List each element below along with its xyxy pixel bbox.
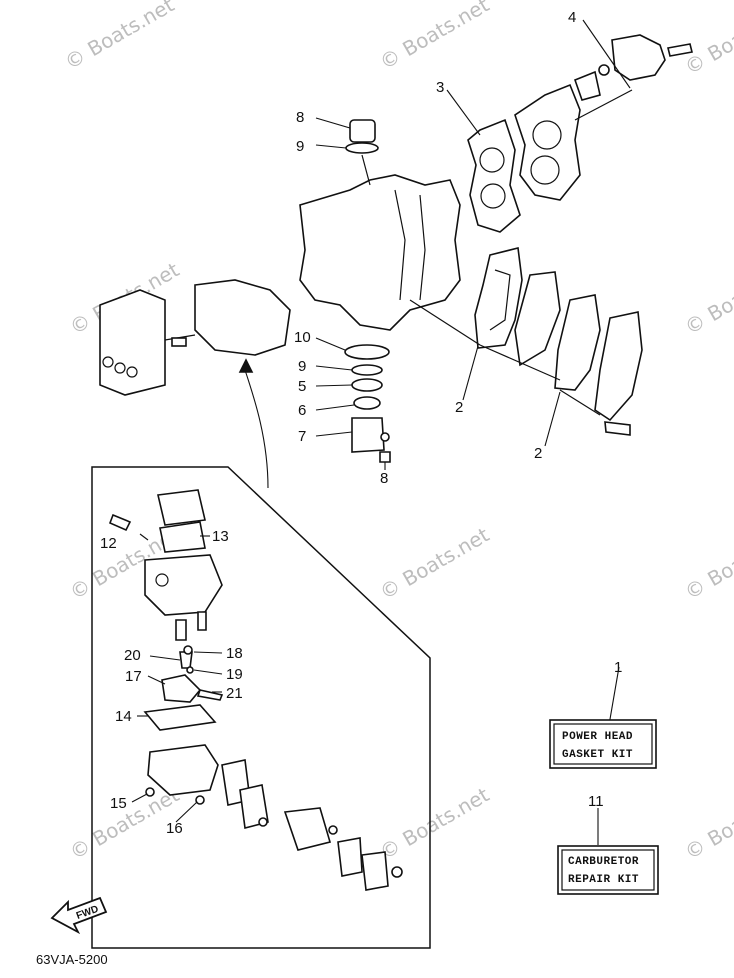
seal-6 xyxy=(353,396,381,410)
needle-20 xyxy=(179,651,193,669)
silencer-box xyxy=(99,289,166,396)
carburetor-parts xyxy=(108,489,403,891)
watermark: © Boats.net xyxy=(681,257,734,339)
inner-plate xyxy=(514,271,561,367)
callout-21: 21 xyxy=(226,685,243,702)
carburetor-frame xyxy=(91,466,431,949)
watermark: © Boats.net xyxy=(376,0,494,74)
kit-label-line1: CARBURETOR xyxy=(568,856,639,868)
seal-5 xyxy=(351,378,383,392)
pump-cover xyxy=(361,851,389,891)
carburetor-repair-kit: CARBURETOR REPAIR KIT xyxy=(557,845,659,895)
fuel-pump-diaphragm xyxy=(239,784,269,830)
callout-20: 20 xyxy=(124,647,141,664)
pump-gasket xyxy=(337,837,363,877)
callout-5: 5 xyxy=(298,378,306,395)
o-ring-9-top xyxy=(345,142,379,154)
callout-14: 14 xyxy=(115,708,132,725)
cover-gasket-3 xyxy=(467,118,521,233)
power-head-gasket-kit: POWER HEAD GASKET KIT xyxy=(549,719,657,769)
screw-12 xyxy=(108,513,132,532)
silencer-group xyxy=(99,279,291,396)
kit-label-line2: GASKET KIT xyxy=(562,749,633,761)
watermark: © Boats.net xyxy=(376,522,494,604)
callout-13: 13 xyxy=(212,528,229,545)
callout-17: 17 xyxy=(125,668,142,685)
kit-label-line2: REPAIR KIT xyxy=(568,874,639,886)
watermark: © Boats.net xyxy=(681,522,734,604)
housing-7 xyxy=(351,417,385,453)
callout-7: 7 xyxy=(298,428,306,445)
callout-2-lower: 2 xyxy=(534,445,542,462)
callout-numbers: 4 3 8 9 10 9 5 6 7 8 2 2 12 13 20 18 19 … xyxy=(100,9,622,837)
intake-manifold xyxy=(194,279,291,356)
fwd-arrow-icon: FWD xyxy=(50,896,108,935)
cylinder-block xyxy=(299,174,461,331)
callout-2-upper: 2 xyxy=(455,399,463,416)
callout-11: 11 xyxy=(588,793,604,810)
carburetor-body xyxy=(144,554,223,616)
float-17 xyxy=(161,674,202,703)
o-ring-9 xyxy=(351,364,383,376)
callout-4: 4 xyxy=(568,9,576,26)
crankcase-gaskets xyxy=(409,247,643,436)
callout-9-top: 9 xyxy=(296,138,304,155)
thermostat xyxy=(573,70,601,101)
crankcase-cover xyxy=(594,311,643,422)
callout-16: 16 xyxy=(166,820,183,837)
watermark: © Boats.net xyxy=(681,0,734,79)
diagram-code: 63VJA-5200 xyxy=(36,952,108,967)
carb-top-cover xyxy=(157,489,206,526)
carb-gasket-13 xyxy=(159,521,206,553)
watermark: © Boats.net xyxy=(376,782,494,864)
thermostat-cover xyxy=(611,34,666,81)
callout-1: 1 xyxy=(614,659,622,676)
float-gasket-14 xyxy=(143,704,217,731)
exhaust-cover xyxy=(514,83,581,201)
jet xyxy=(175,619,187,641)
pin-21 xyxy=(196,689,224,701)
callout-9: 9 xyxy=(298,358,306,375)
callout-3: 3 xyxy=(436,79,444,96)
gasket-2-upper xyxy=(474,247,523,349)
gasket-10 xyxy=(344,344,390,360)
watermark: © Boats.net xyxy=(61,0,179,74)
assembly-arrow xyxy=(244,369,269,489)
callout-19: 19 xyxy=(226,666,243,683)
kit-label-line1: POWER HEAD xyxy=(562,731,633,743)
leader-lines xyxy=(131,19,631,845)
callout-15: 15 xyxy=(110,795,127,812)
exhaust-cover-gasket-group xyxy=(467,34,693,233)
bolt xyxy=(604,421,631,436)
bolt xyxy=(667,43,693,57)
callout-8: 8 xyxy=(380,470,388,487)
fuel-pump-body xyxy=(283,807,332,851)
watermark: © Boats.net xyxy=(681,782,734,864)
callout-6: 6 xyxy=(298,402,306,419)
callout-12: 12 xyxy=(100,535,117,552)
callout-10: 10 xyxy=(294,329,311,346)
callout-8-top: 8 xyxy=(296,109,304,126)
cylinder-block-group xyxy=(299,119,461,331)
gasket-2-lower xyxy=(554,294,601,391)
float-bowl xyxy=(147,744,219,796)
oil-seal-housing-top xyxy=(349,119,376,143)
lower-seal-stack xyxy=(344,344,391,463)
callout-18: 18 xyxy=(226,645,243,662)
